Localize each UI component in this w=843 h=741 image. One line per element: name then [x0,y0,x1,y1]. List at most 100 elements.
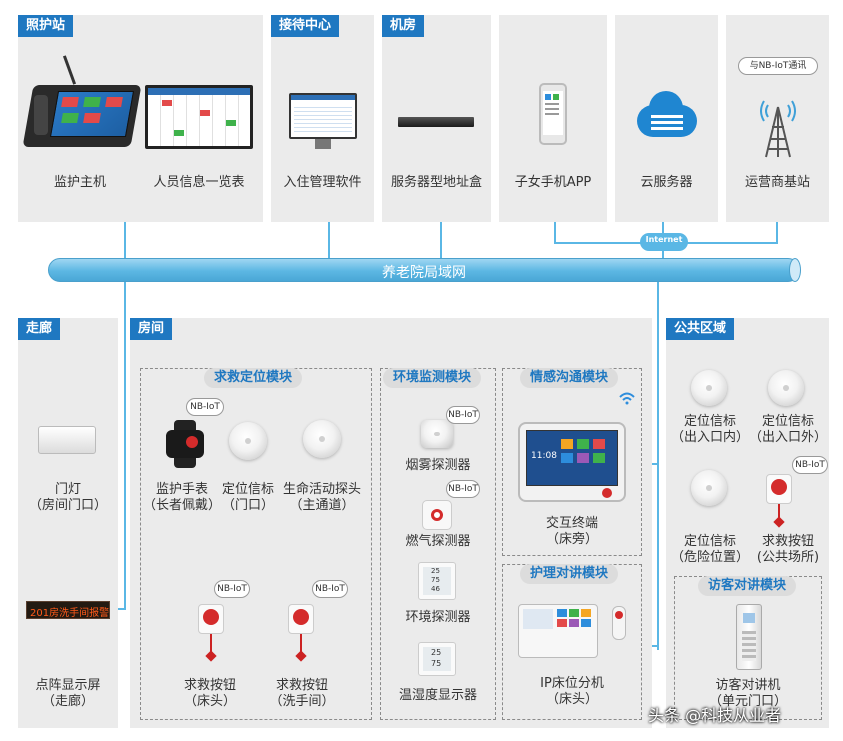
humidity-label: 温湿度显示器 [398,688,477,703]
corridor-panel: 走廊 门灯 （房间门口） 201房洗手间报警 点阵显示屏 （走廊） [18,318,118,728]
env-module-title: 环境监测模块 [383,368,482,388]
entry-out-beacon-label: 定位信标 [761,414,814,429]
link-reception [328,222,330,262]
door-light-label: 门灯 [54,482,81,497]
monitor-host-label: 监护主机 [53,175,106,190]
care-station-panel: 照护站 监护主机 人员信息一览表 [18,15,263,222]
server-box-label: 服务器型地址盒 [390,175,482,190]
rescue-module-title: 求救定位模块 [204,368,303,388]
checkin-monitor-stand [315,139,331,149]
public-btn-label: 求救按钮 [761,534,814,549]
wc-sos-cord [300,634,302,654]
door-beacon-location: （门口） [221,498,274,513]
humidity-reading-2: 75 [431,659,442,668]
danger-beacon-label: 定位信标 [683,534,736,549]
terminal-clock: 11:08 [531,451,557,461]
machine-room-tag: 机房 [382,15,425,37]
internet-label: Internet [645,235,683,244]
danger-beacon-device [691,470,727,506]
smoke-nbiot-bubble: NB-IoT [446,406,480,424]
wc-btn-location: （洗手间） [269,694,335,709]
reception-panel: 接待中心 入住管理软件 [271,15,374,222]
visitor-module-title: 访客对讲模块 [698,576,797,596]
entry-in-beacon-location: （出入口内） [670,430,749,445]
watermark: 头条 @科技从业者 [648,706,782,725]
link-care-station [124,222,126,262]
child-app-panel: 子女手机APP [499,15,607,222]
terminal-location: （床旁） [545,532,598,547]
link-public-trunk [657,280,659,650]
env-reading-2: 75 [431,576,440,584]
public-btn-location: (公共场所) [756,550,820,565]
cloud-panel: 云服务器 [615,15,718,222]
env-label: 环境探测器 [405,610,471,625]
humidity-reading-1: 25 [431,648,442,657]
gas-nbiot-bubble: NB-IoT [446,480,480,498]
corridor-tag: 走廊 [18,318,61,340]
nbiot-comm-bubble: 与NB-IoT通讯 [738,57,818,75]
server-box-device [398,117,474,127]
monitor-host-device [22,55,142,150]
entry-in-beacon-device [691,370,727,406]
entry-out-beacon-device [768,370,804,406]
link-corridor-h [112,608,126,610]
reception-tag: 接待中心 [271,15,340,37]
visitor-intercom-label: 访客对讲机 [715,678,781,693]
wc-btn-label: 求救按钮 [275,678,328,693]
dot-display-location: （走廊） [41,694,94,709]
machine-room-panel: 机房 服务器型地址盒 [382,15,491,222]
visitor-intercom-location: （单元门口） [708,694,787,709]
door-beacon-label: 定位信标 [221,482,274,497]
wc-sos-button [288,604,314,634]
env-detector-device: 25 75 46 [418,562,456,600]
cloud-server-label: 云服务器 [640,175,693,190]
phone-device [539,83,567,145]
watch-nbiot-bubble: NB-IoT [186,398,224,416]
base-station-panel: 与NB-IoT通讯 运营商基站 [726,15,829,222]
danger-beacon-location: （危险位置） [670,550,749,565]
env-reading-1: 25 [431,567,440,575]
bed-btn-nbiot-bubble: NB-IoT [214,580,250,598]
bed-sos-button [198,604,224,634]
emotion-module-title: 情感沟通模块 [520,368,619,388]
personnel-table-screen [145,85,253,149]
public-btn-nbiot-bubble: NB-IoT [792,456,828,474]
vital-probe-device [303,420,341,458]
vital-probe-location: （主通道） [289,498,355,513]
watch-label: 监护手表 [155,482,208,497]
lan-bar-end [789,258,801,282]
ip-bed-unit-location: （床头） [545,692,598,707]
checkin-monitor [289,93,357,139]
bed-sos-cord [210,634,212,654]
link-base-station [776,222,778,244]
smoke-detector-device [421,420,453,448]
care-station-tag: 照护站 [18,15,74,37]
link-corridor [124,280,126,610]
gas-label: 燃气探测器 [405,534,471,549]
wifi-icon [618,390,636,405]
bed-btn-label: 求救按钮 [183,678,236,693]
humidity-display-device: 25 75 [418,642,456,676]
interactive-terminal-device: 11:08 [518,422,626,502]
gas-detector-device [422,500,452,530]
public-sos-button [766,474,792,504]
checkin-software-label: 入住管理软件 [283,175,362,190]
smoke-label: 烟雾探测器 [405,458,471,473]
cloud-icon [637,91,697,137]
terminal-label: 交互终端 [545,516,598,531]
handset-device [612,606,626,640]
door-light-device [38,426,96,454]
child-app-label: 子女手机APP [514,175,592,190]
lan-label: 养老院局域网 [382,265,466,281]
lan-bar: 养老院局域网 [48,258,801,282]
public-sos-cord [778,504,780,520]
wc-btn-nbiot-bubble: NB-IoT [312,580,348,598]
room-tag: 房间 [130,318,173,340]
led-text: 201房洗手间报警 [30,608,110,619]
visitor-intercom-device [736,604,762,670]
tower-icon [760,99,796,159]
entry-in-beacon-label: 定位信标 [683,414,736,429]
led-display: 201房洗手间报警 [26,601,110,619]
intercom-module-title: 护理对讲模块 [520,564,619,584]
door-light-location: （房间门口） [28,498,107,513]
